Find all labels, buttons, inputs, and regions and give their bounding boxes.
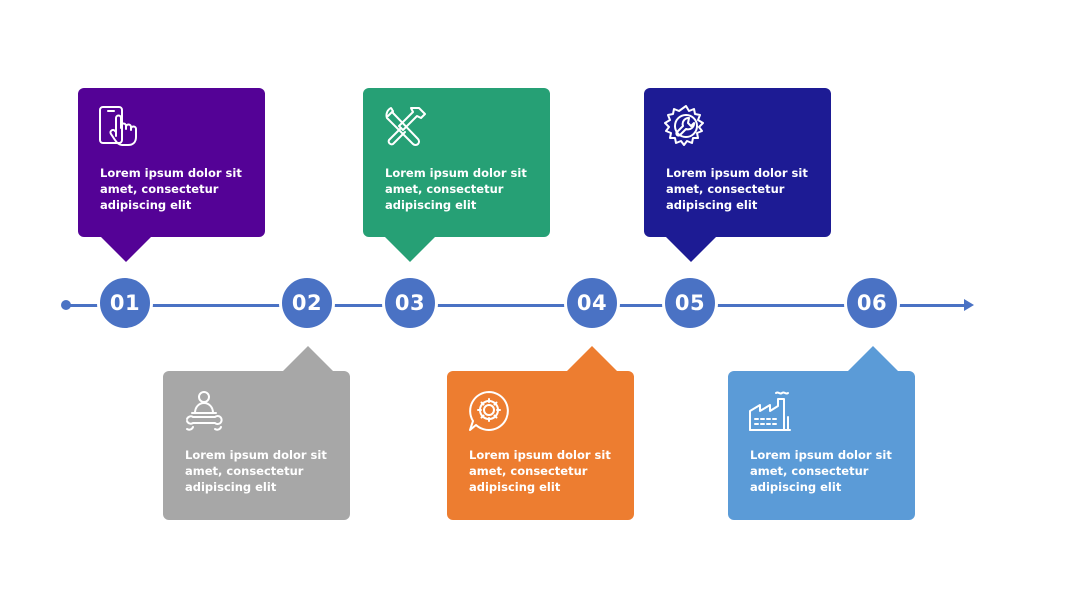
step-description: Lorem ipsum dolor sit amet, consectetur … xyxy=(750,447,900,495)
card-pointer xyxy=(666,237,716,262)
step-text-line: Lorem ipsum dolor sit xyxy=(666,166,808,180)
worker-wrench-icon xyxy=(186,391,223,431)
touchscreen-phone-icon xyxy=(99,106,137,146)
step-number-04: 04 xyxy=(564,275,620,331)
step-number-05: 05 xyxy=(662,275,718,331)
step-text-line: Lorem ipsum dolor sit xyxy=(185,448,327,462)
card-pointer xyxy=(385,237,435,262)
gear-wrench-icon xyxy=(664,105,704,146)
step-card-03: Lorem ipsum dolor sit amet, consectetur … xyxy=(363,88,550,262)
step-description: Lorem ipsum dolor sit amet, consectetur … xyxy=(185,447,335,495)
step-text-line: adipiscing elit xyxy=(385,198,477,212)
step-text-line: Lorem ipsum dolor sit xyxy=(469,448,611,462)
wrench-screwdriver-icon xyxy=(385,107,426,147)
step-text-line: amet, consectetur xyxy=(185,464,304,478)
step-text-line: Lorem ipsum dolor sit xyxy=(750,448,892,462)
step-text-line: amet, consectetur xyxy=(469,464,588,478)
step-text-line: adipiscing elit xyxy=(750,480,842,494)
timeline-arrowhead xyxy=(964,299,974,311)
step-text-line: amet, consectetur xyxy=(385,182,504,196)
factory-icon xyxy=(749,391,791,431)
step-card-01: Lorem ipsum dolor sit amet, consectetur … xyxy=(78,88,265,262)
step-text-line: Lorem ipsum dolor sit xyxy=(100,166,242,180)
step-number-02: 02 xyxy=(279,275,335,331)
step-description: Lorem ipsum dolor sit amet, consectetur … xyxy=(666,165,816,213)
card-pointer xyxy=(848,346,898,371)
step-card-06: Lorem ipsum dolor sit amet, consectetur … xyxy=(728,346,915,520)
step-number-06: 06 xyxy=(844,275,900,331)
step-text-line: adipiscing elit xyxy=(100,198,192,212)
card-pointer xyxy=(101,237,151,262)
step-text-line: amet, consectetur xyxy=(666,182,785,196)
card-pointer xyxy=(283,346,333,371)
step-text-line: amet, consectetur xyxy=(100,182,219,196)
step-description: Lorem ipsum dolor sit amet, consectetur … xyxy=(100,165,250,213)
timeline-start-dot xyxy=(61,300,71,310)
timeline-axis xyxy=(66,304,966,307)
step-card-04: Lorem ipsum dolor sit amet, consectetur … xyxy=(447,346,634,520)
gear-chat-icon xyxy=(469,391,509,431)
step-description: Lorem ipsum dolor sit amet, consectetur … xyxy=(385,165,535,213)
step-text-line: adipiscing elit xyxy=(185,480,277,494)
step-number-03: 03 xyxy=(382,275,438,331)
step-number-01: 01 xyxy=(97,275,153,331)
step-text-line: amet, consectetur xyxy=(750,464,869,478)
step-text-line: adipiscing elit xyxy=(666,198,758,212)
step-card-02: Lorem ipsum dolor sit amet, consectetur … xyxy=(163,346,350,520)
step-card-05: Lorem ipsum dolor sit amet, consectetur … xyxy=(644,88,831,262)
step-text-line: Lorem ipsum dolor sit xyxy=(385,166,527,180)
step-text-line: adipiscing elit xyxy=(469,480,561,494)
card-pointer xyxy=(567,346,617,371)
step-description: Lorem ipsum dolor sit amet, consectetur … xyxy=(469,447,619,495)
